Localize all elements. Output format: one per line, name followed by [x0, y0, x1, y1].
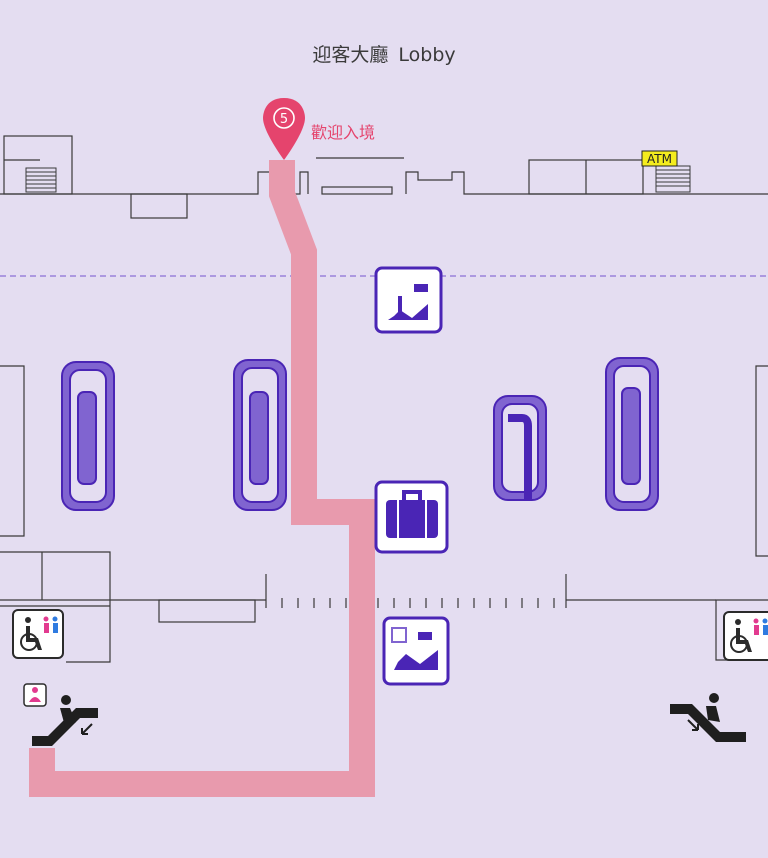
pin-label: 歡迎入境 [311, 123, 376, 142]
accessible-restroom-icon [723, 611, 768, 661]
baggage-carousel [605, 357, 659, 511]
title-zh: 迎客大廳 [312, 44, 389, 66]
stairs-left [25, 167, 57, 193]
customs-officer-icon [374, 266, 443, 334]
customs-inspection-icon [382, 616, 450, 686]
escalator-down-icon [32, 695, 98, 746]
wall-lines [0, 135, 768, 663]
nursing-room-icon [23, 683, 47, 707]
escalator-down-icon [670, 693, 746, 742]
walking-route [29, 160, 375, 797]
baggage-carousel [233, 359, 287, 511]
baggage-carousel [493, 395, 547, 501]
pin-number: 5 [280, 112, 288, 127]
map-title: 迎客大廳 Lobby [0, 40, 768, 67]
location-pin: 5 [263, 98, 305, 160]
baggage-carousel [61, 361, 115, 511]
stairs-right [655, 165, 691, 193]
accessible-restroom-icon [12, 609, 64, 659]
baggage-claim-icon [374, 480, 449, 554]
atm-icon: ATM [641, 150, 678, 167]
atm-label: ATM [647, 152, 672, 166]
title-en: Lobby [398, 44, 456, 66]
gate-ticks [281, 598, 555, 608]
